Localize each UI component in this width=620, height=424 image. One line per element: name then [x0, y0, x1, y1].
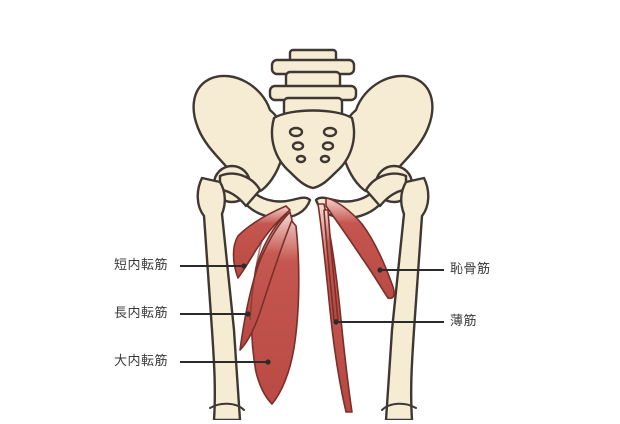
right-femur-shaft [384, 176, 430, 422]
adductor-brevis-muscle [232, 205, 291, 279]
sacrum [270, 109, 356, 190]
leader-lines [180, 263, 444, 365]
gracilis-lower-muscle [323, 209, 339, 321]
label-adductor-longus: 長内転筋 [114, 306, 169, 321]
label-adductor-brevis: 短内転筋 [114, 258, 169, 273]
label-adductor-magnus: 大内転筋 [114, 354, 169, 369]
sacral-foramina [288, 126, 338, 164]
left-femur-shaft [196, 176, 242, 422]
left-pubis [242, 184, 312, 220]
right-femur-head [364, 164, 414, 208]
adductor-longus-muscle [239, 211, 293, 351]
pectineus-muscle [325, 197, 395, 300]
label-gracilis: 薄筋 [450, 314, 478, 329]
label-pectineus: 恥骨筋 [450, 262, 491, 277]
